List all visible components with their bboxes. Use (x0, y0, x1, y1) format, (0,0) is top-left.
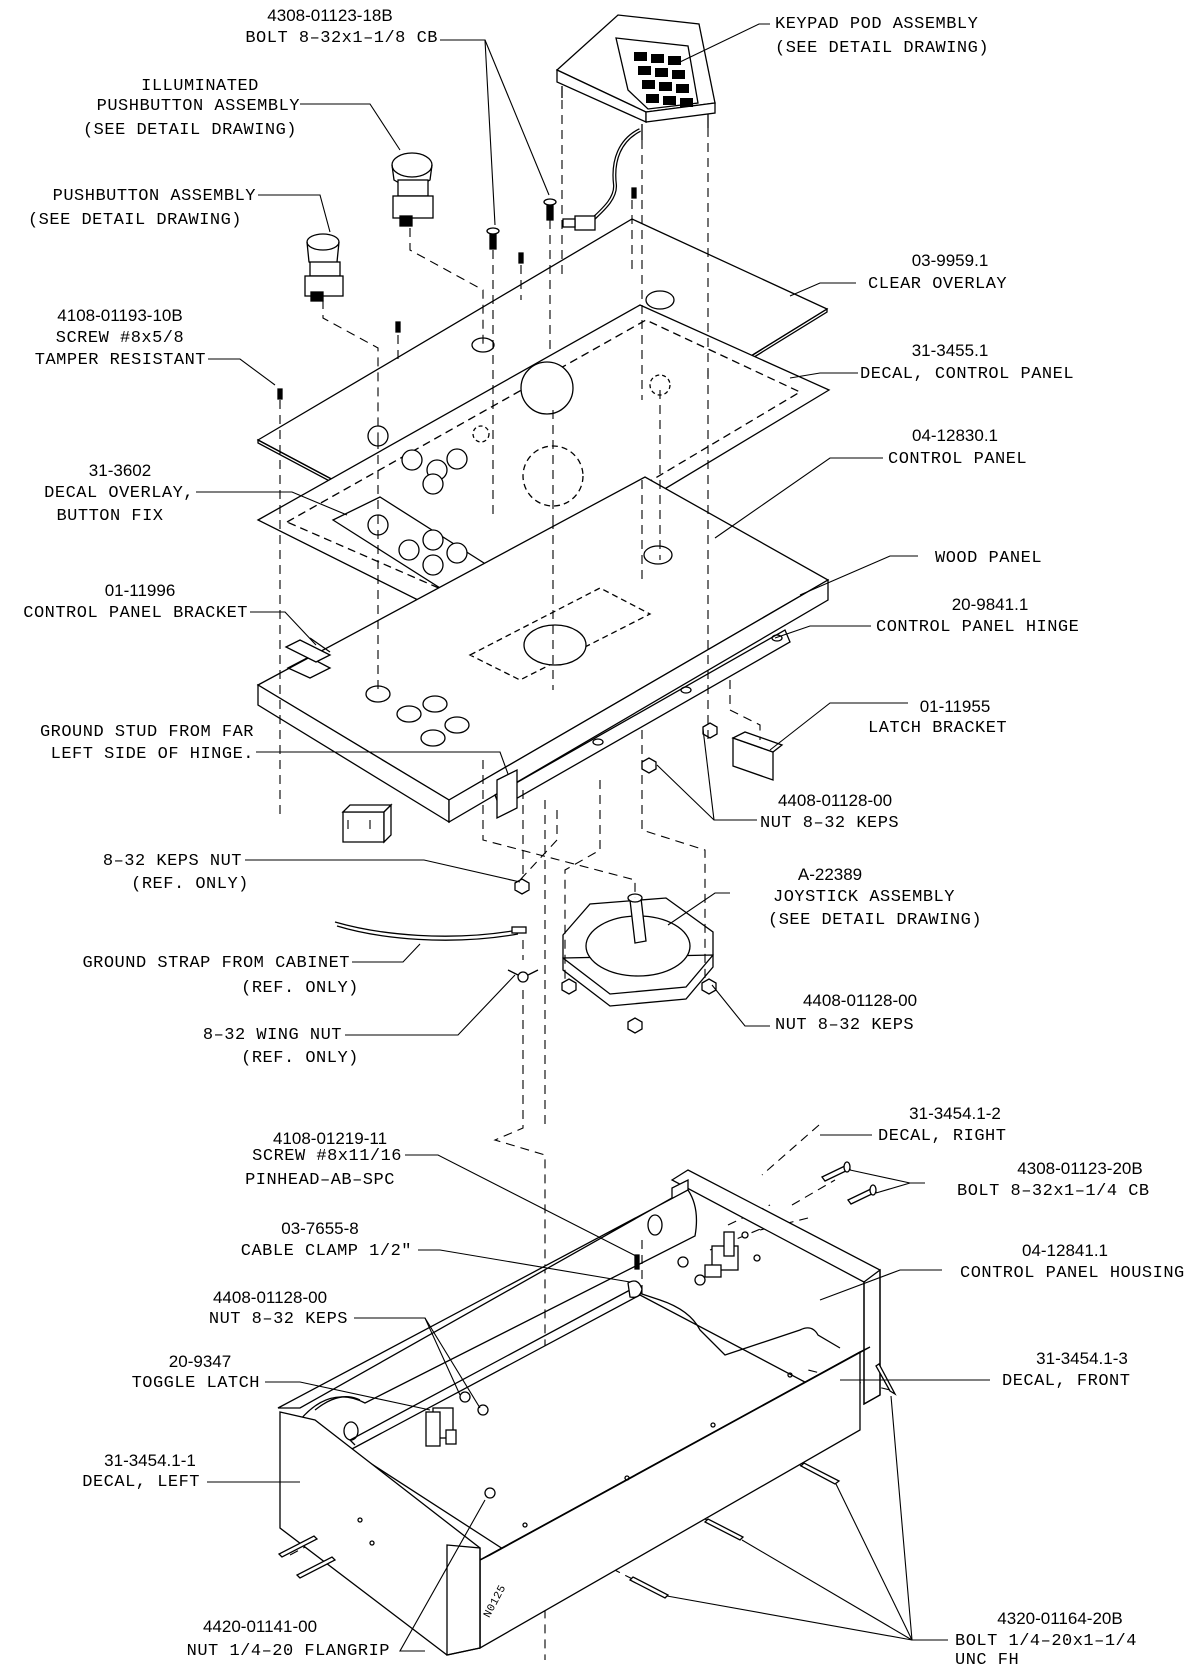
joystick-description: JOYSTICK ASSEMBLY (773, 888, 955, 907)
cp-housing-part-number: 04-12841.1 (1021, 1241, 1109, 1260)
keypad-label-note: (SEE DETAIL DRAWING) (775, 39, 990, 58)
bolt-fh-part-number: 4320-01164-20B (997, 1609, 1123, 1628)
decal-cp-part-number: 31-3455.1 (911, 341, 989, 360)
control-panel-part-number: 04-12830.1 (911, 426, 999, 445)
ground-stud (496, 768, 518, 820)
joystick-assembly (562, 893, 714, 1007)
small-nuts (514, 722, 718, 1034)
leader-lines (196, 23, 990, 1652)
ground-stud-label-2: LEFT SIDE OF HINGE. (50, 745, 254, 764)
nut-keps-3-part-number: 4408-01128-00 (212, 1288, 328, 1307)
illuminated-pushbutton-label: ILLUMINATED (141, 77, 259, 96)
toggle-latch-part-number: 20-9347 (168, 1352, 232, 1371)
nut-keps-2-description: NUT 8–32 KEPS (775, 1016, 915, 1035)
decal-overlay-part-number: 31-3602 (88, 461, 152, 480)
cp-hinge-part-number: 20-9841.1 (951, 595, 1029, 614)
bolt-side-description: BOLT 8–32x1–1/4 CB (957, 1182, 1150, 1201)
screw-pinhead-description: SCREW #8x11/16 (252, 1147, 402, 1166)
decal-overlay-description: DECAL OVERLAY, (44, 484, 194, 503)
joystick-part-number: A-22389 (797, 865, 863, 884)
wing-nut-label: 8–32 WING NUT (202, 1026, 342, 1045)
ground-strap-label: GROUND STRAP FROM CABINET (82, 954, 350, 973)
keypad-pod (555, 14, 716, 231)
keps-nut-ref-label: 8–32 KEPS NUT (102, 852, 242, 871)
cable-clamp (627, 1254, 643, 1298)
cable-clamp-description: CABLE CLAMP 1/2" (240, 1242, 412, 1261)
bolt-top-description: BOLT 8–32x1–1/8 CB (245, 29, 438, 48)
bolt-side-part-number: 4308-01123-20B (1017, 1159, 1143, 1178)
wing-nut-note: (REF. ONLY) (241, 1049, 359, 1068)
top-fasteners (277, 187, 637, 400)
decal-right-part-number: 31-3454.1-2 (909, 1104, 1001, 1123)
side-bolts (821, 1161, 877, 1205)
decal-right-description: DECAL, RIGHT (878, 1127, 1007, 1146)
decal-overlay-note: BUTTON FIX (56, 507, 164, 526)
screw-tamper-part-number: 4108-01193-10B (57, 306, 183, 325)
screw-tamper-description: SCREW #8x5/8 (55, 329, 185, 348)
latch-bracket-part-number: 01-11955 (919, 697, 991, 716)
bolt-top-part-number: 4308-01123-18B (267, 6, 393, 25)
control-panel-description: CONTROL PANEL (888, 450, 1028, 469)
clear-overlay-part-number: 03-9959.1 (911, 251, 989, 270)
latch-brackets (341, 731, 784, 844)
screw-pinhead-part-number: 4108-01219-11 (272, 1129, 388, 1148)
illuminated-pushbutton-label-2: PUSHBUTTON ASSEMBLY (96, 97, 300, 116)
decal-control-panel (256, 304, 831, 618)
illuminated-pushbutton (391, 152, 434, 227)
decal-left-part-number: 31-3454.1-1 (104, 1451, 196, 1470)
control-panel-housing (277, 1169, 881, 1656)
decal-cp-description: DECAL, CONTROL PANEL (860, 365, 1075, 384)
control-panel-wood (256, 476, 830, 824)
cp-housing-description: CONTROL PANEL HOUSING (960, 1264, 1185, 1283)
pushbutton-label: PUSHBUTTON ASSEMBLY (52, 187, 256, 206)
cp-bracket-description: CONTROL PANEL BRACKET (23, 604, 248, 623)
nut-keps-3-description: NUT 8–32 KEPS (208, 1310, 348, 1329)
nut-keps-2-part-number: 4408-01128-00 (802, 991, 918, 1010)
wood-panel-description: WOOD PANEL (935, 549, 1043, 568)
ground-stud-label: GROUND STUD FROM FAR (39, 723, 254, 742)
ground-strap-note: (REF. ONLY) (241, 979, 359, 998)
latch-bracket-description: LATCH BRACKET (868, 719, 1008, 738)
joystick-note: (SEE DETAIL DRAWING) (768, 911, 983, 930)
screw-tamper-note: TAMPER RESISTANT (34, 351, 206, 370)
bolt-fh-description: BOLT 1/4–20x1–1/4 (955, 1632, 1137, 1651)
clear-overlay-description: CLEAR OVERLAY (868, 275, 1008, 294)
pushbutton-note: (SEE DETAIL DRAWING) (27, 211, 243, 230)
nut-keps-1-description: NUT 8–32 KEPS (760, 814, 900, 833)
nut-keps-1-part-number: 4408-01128-00 (777, 791, 893, 810)
cable-clamp-part-number: 03-7655-8 (281, 1219, 359, 1238)
nut-flangrip-description: NUT 1/4–20 FLANGRIP (186, 1642, 390, 1661)
pushbutton (304, 233, 344, 302)
nut-flangrip-part-number: 4420-01141-00 (202, 1617, 318, 1636)
decal-front-description: DECAL, FRONT (1002, 1372, 1131, 1391)
cp-hinge-description: CONTROL PANEL HINGE (876, 618, 1080, 637)
keps-nut-ref-note: (REF. ONLY) (131, 875, 249, 894)
cp-bracket-part-number: 01-11996 (104, 581, 176, 600)
decal-front-part-number: 31-3454.1-3 (1036, 1349, 1128, 1368)
toggle-latches (425, 1231, 761, 1499)
screw-pinhead-note: PINHEAD–AB–SPC (245, 1171, 395, 1190)
keypad-label: KEYPAD POD ASSEMBLY (775, 15, 979, 34)
bolt-fh-note: UNC FH (955, 1651, 1020, 1670)
toggle-latch-description: TOGGLE LATCH (131, 1374, 260, 1393)
wing-nut (507, 969, 539, 983)
ground-strap (334, 921, 527, 941)
illuminated-pushbutton-note: (SEE DETAIL DRAWING) (82, 121, 298, 140)
decal-left-description: DECAL, LEFT (82, 1473, 200, 1492)
